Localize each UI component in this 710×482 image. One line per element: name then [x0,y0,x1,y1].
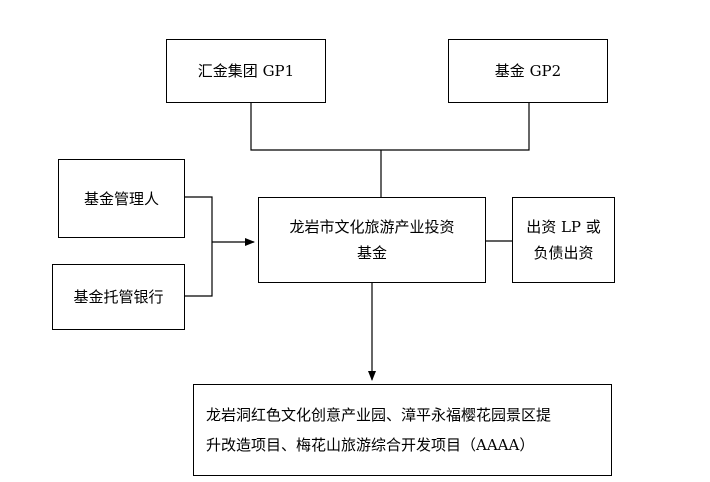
gp1-connector [250,103,530,151]
custodian-bank-box: 基金托管银行 [52,264,185,330]
gp2-box: 基金 GP2 [448,39,608,103]
projects-box: 龙岩洞红色文化创意产业园、漳平永福樱花园景区提 升改造项目、梅花山旅游综合开发项… [193,384,612,476]
lp-box: 出资 LP 或 负债出资 [512,197,615,283]
lp-label-line1: 出资 LP 或 [526,218,601,236]
gp1-label: 汇金集团 GP1 [197,62,295,80]
custodian-bank-label: 基金托管银行 [73,288,164,306]
fund-label-line1: 龙岩市文化旅游产业投资 [289,218,455,236]
projects-label-line2: 升改造项目、梅花山旅游综合开发项目（AAAA） [206,436,535,454]
projects-label-line1: 龙岩洞红色文化创意产业园、漳平永福樱花园景区提 [206,406,552,424]
fund-label-line2: 基金 [356,244,387,262]
fund-manager-label: 基金管理人 [83,189,159,208]
fund-box: 龙岩市文化旅游产业投资 基金 [258,197,486,283]
fund-manager-box: 基金管理人 [58,159,185,238]
gp1-box: 汇金集团 GP1 [166,39,326,103]
manager-connector [185,196,213,297]
gp2-label: 基金 GP2 [494,62,562,80]
lp-label-line2: 负债出资 [533,244,594,262]
